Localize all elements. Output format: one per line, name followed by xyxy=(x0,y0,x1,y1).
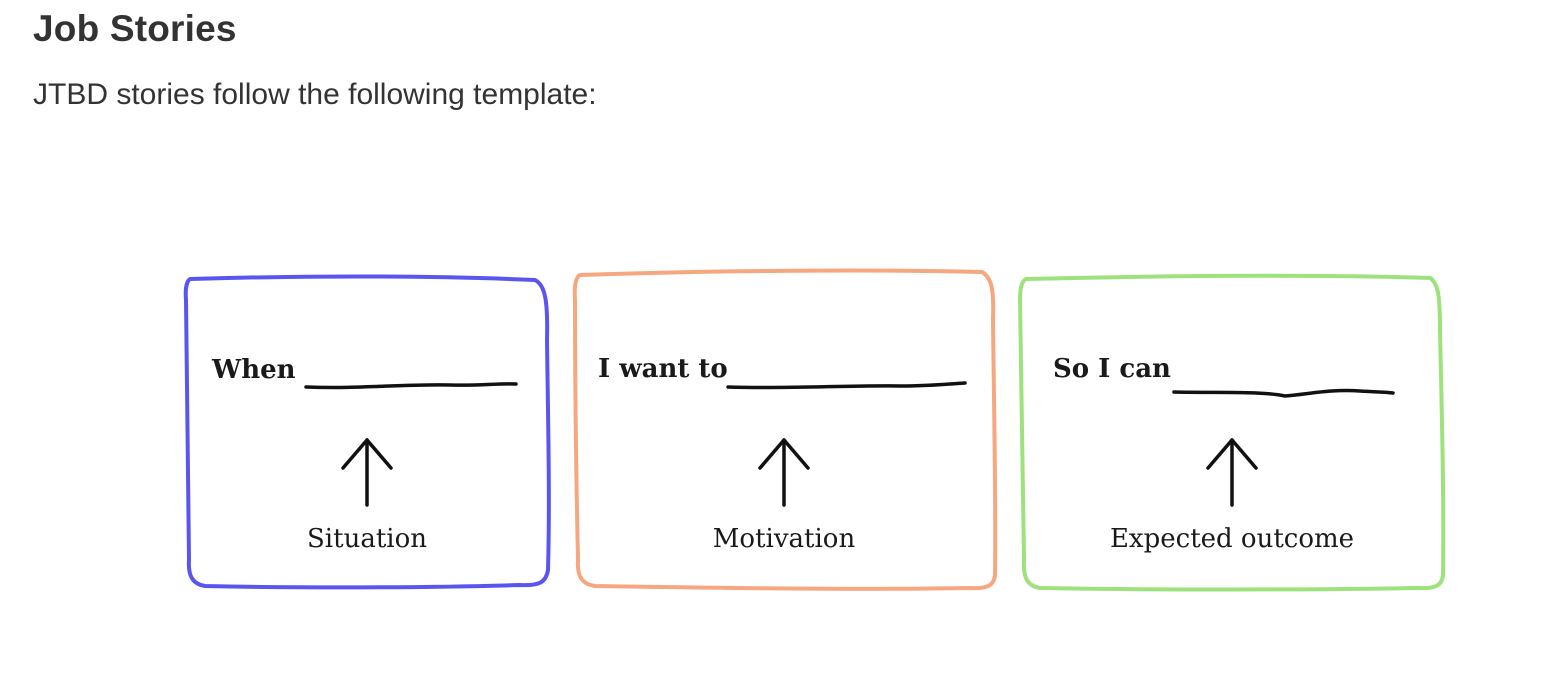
section-heading: Job Stories xyxy=(33,8,237,49)
motivation-box-border xyxy=(572,268,998,591)
expected-outcome-blank-line xyxy=(1172,388,1395,398)
expected-outcome-caption: Expected outcome xyxy=(1110,524,1354,554)
situation-arrow-icon xyxy=(341,438,393,507)
i-want-to-label: I want to xyxy=(598,354,728,384)
motivation-caption: Motivation xyxy=(713,524,856,554)
motivation-box: I want to Motivation xyxy=(572,268,998,591)
motivation-arrow-icon xyxy=(758,438,810,507)
situation-blank-line xyxy=(304,382,518,390)
intro-text: JTBD stories follow the following templa… xyxy=(33,78,597,111)
so-i-can-label: So I can xyxy=(1053,354,1171,384)
expected-outcome-box-border xyxy=(1018,273,1446,592)
situation-box: When Situation xyxy=(183,274,551,590)
expected-outcome-box: So I can Expected outcome xyxy=(1018,273,1446,592)
motivation-blank-line xyxy=(726,381,967,390)
when-label: When xyxy=(211,355,296,385)
expected-outcome-arrow-icon xyxy=(1206,438,1258,507)
situation-box-border xyxy=(183,274,551,590)
situation-caption: Situation xyxy=(307,524,427,554)
